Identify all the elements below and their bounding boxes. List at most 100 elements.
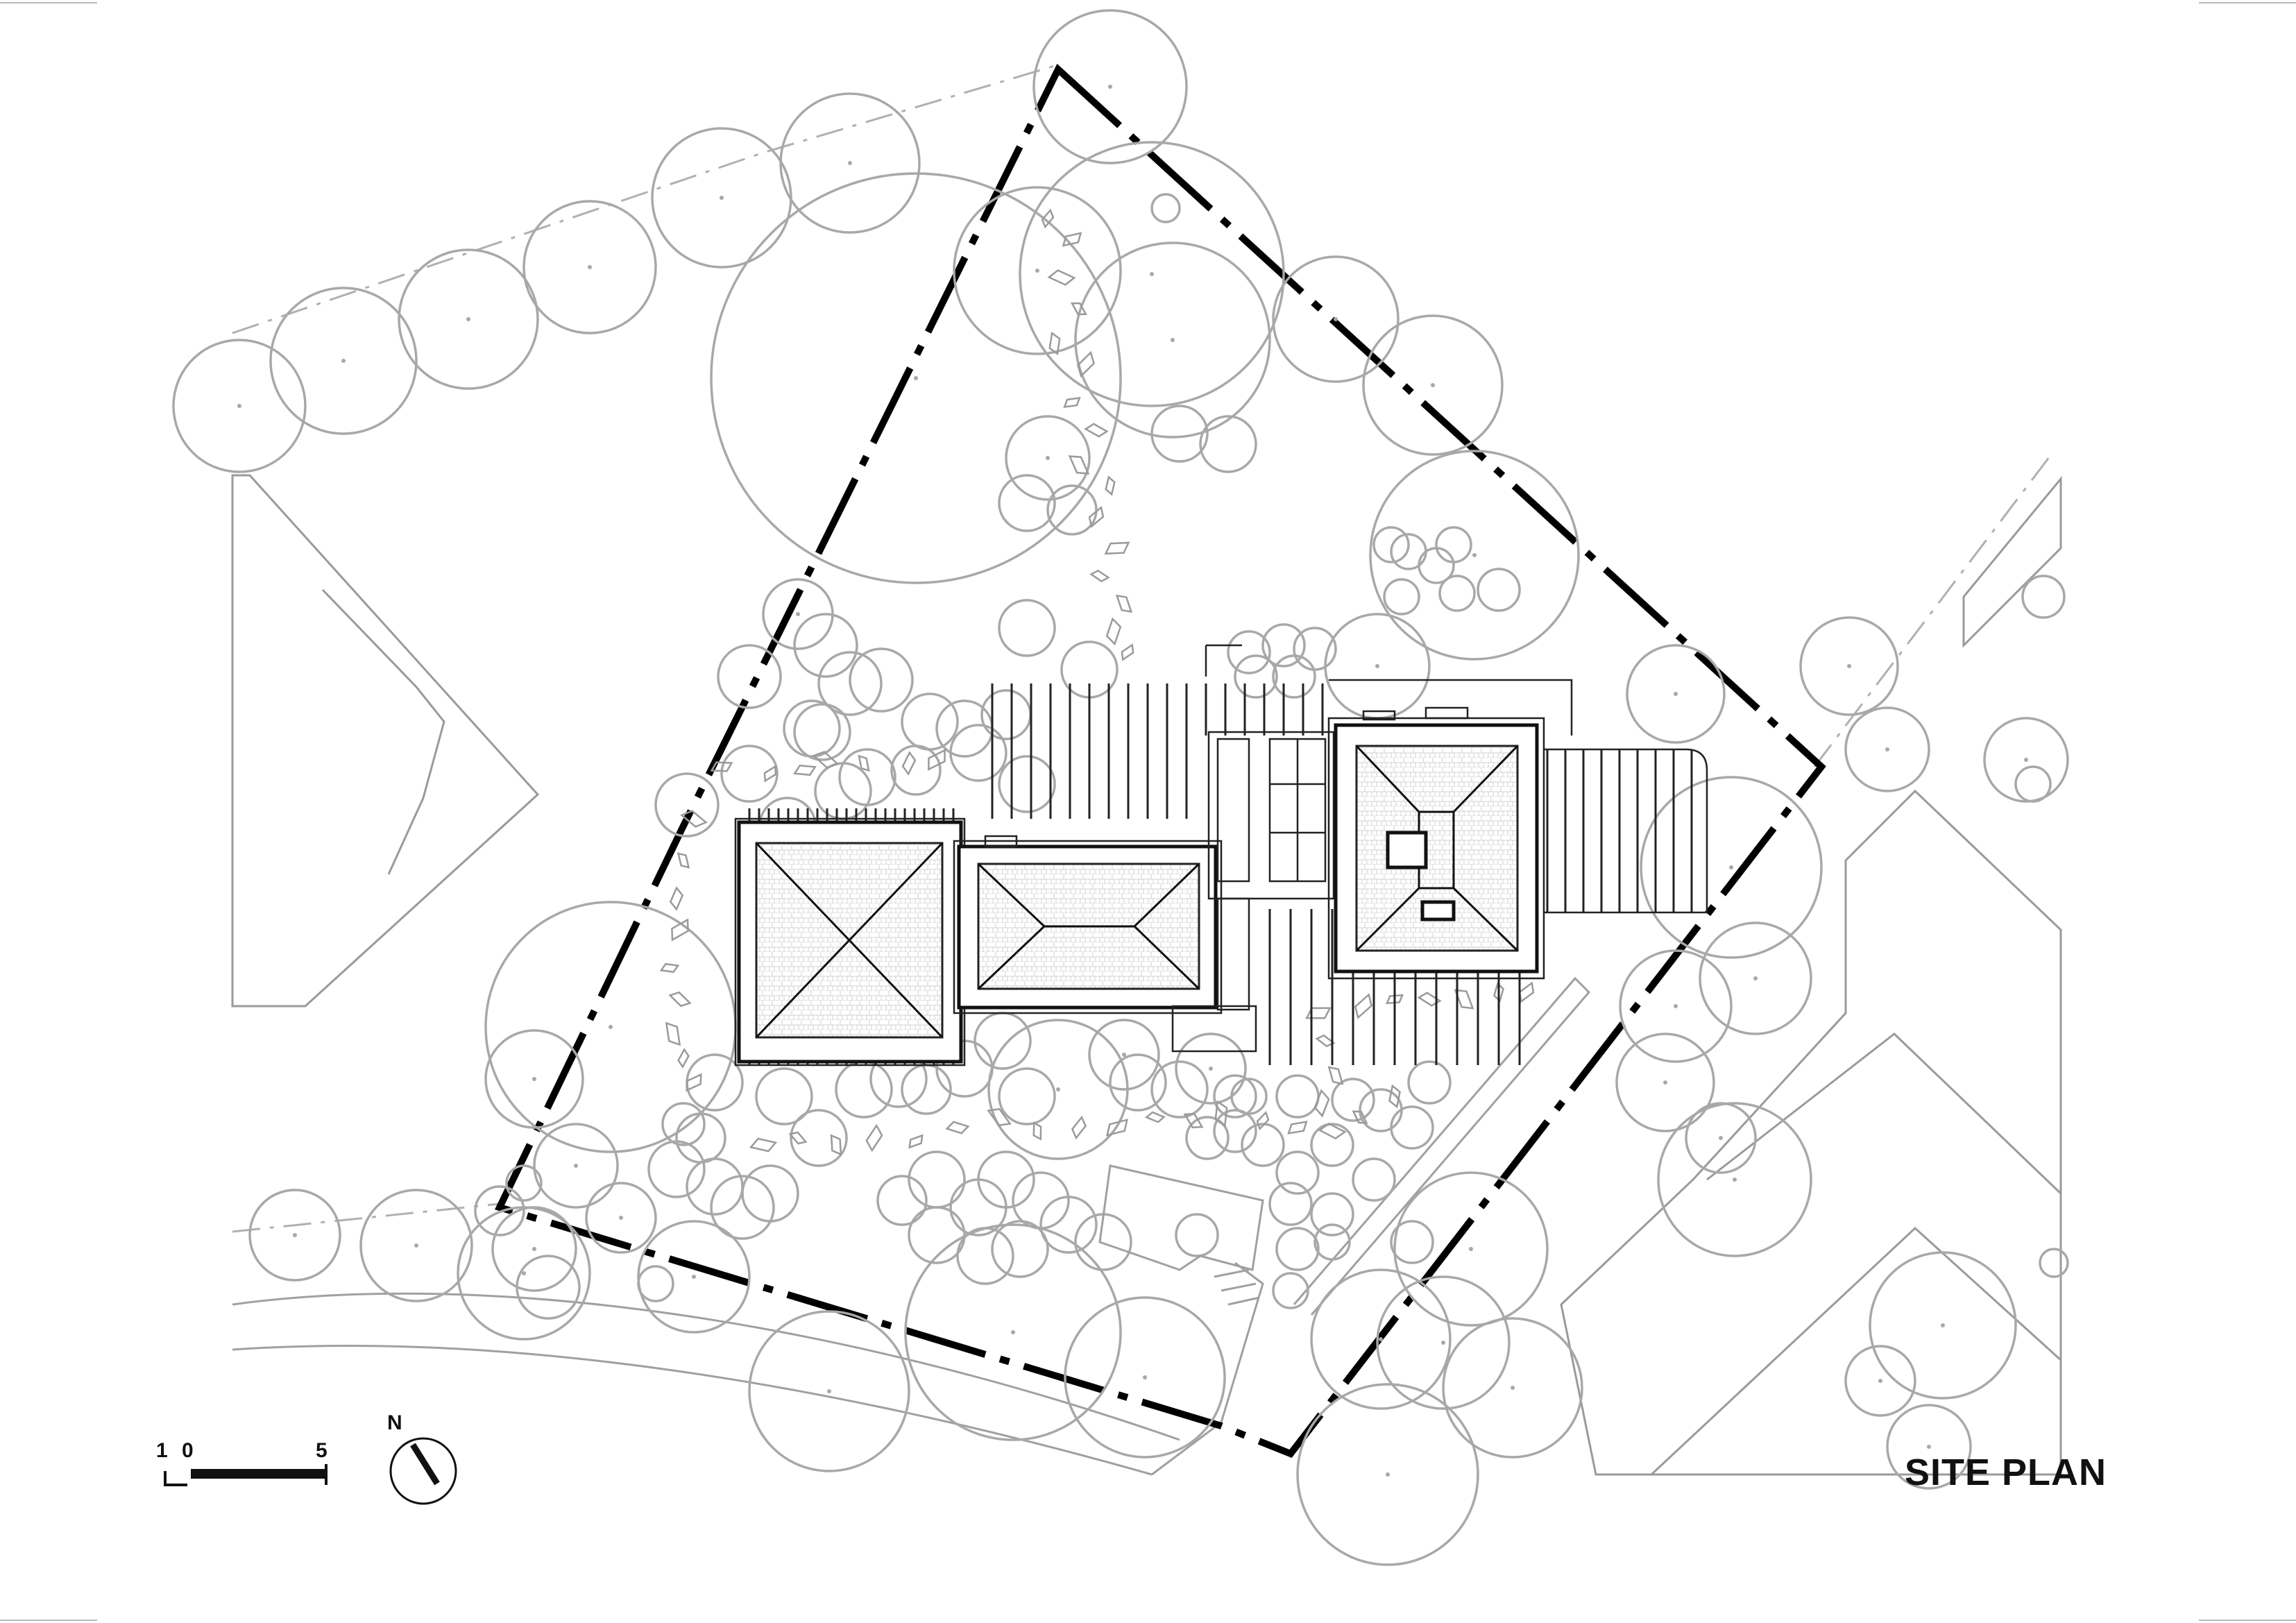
tree-canopy xyxy=(654,772,720,838)
tree-canopy xyxy=(1477,568,1521,612)
stepping-stone xyxy=(830,1134,842,1156)
tree-canopy xyxy=(779,92,921,234)
tree-canopy xyxy=(1275,1074,1320,1119)
tree-trunk xyxy=(1885,747,1889,751)
stepping-stone xyxy=(1047,269,1076,286)
tree-canopy xyxy=(1313,1223,1351,1261)
tree-trunk xyxy=(1056,1087,1060,1091)
stepping-stone xyxy=(677,1048,690,1069)
tree-canopy xyxy=(637,1220,751,1334)
scale-label-0: 0 xyxy=(182,1439,194,1462)
tree-trunk xyxy=(1379,1337,1383,1341)
stepping-stone xyxy=(749,1137,778,1153)
stepping-stone xyxy=(945,1121,970,1135)
tree-trunk xyxy=(1122,1053,1126,1057)
tree-trunk xyxy=(1719,1136,1723,1140)
stepping-stone xyxy=(1121,643,1134,661)
stepping-stone xyxy=(1327,1066,1344,1085)
tree-canopy xyxy=(1390,1105,1434,1150)
tree-canopy xyxy=(1088,1019,1160,1091)
tree-canopy xyxy=(720,745,779,803)
neighbor-buildings xyxy=(231,474,2062,1476)
tree-canopy xyxy=(1213,1109,1257,1153)
stepping-stone xyxy=(1071,302,1087,316)
stepping-stone xyxy=(1313,1089,1330,1118)
tree-canopy xyxy=(835,1060,893,1119)
tree-canopy xyxy=(748,1310,910,1472)
stepping-stone xyxy=(1068,455,1090,475)
tree-trunk xyxy=(720,196,724,200)
tree-canopy xyxy=(901,692,959,751)
stepping-stone xyxy=(677,852,690,869)
tree-canopy xyxy=(1369,450,1580,661)
tree-canopy xyxy=(1268,1182,1313,1226)
stepping-stone xyxy=(1454,989,1474,1010)
road-edges xyxy=(232,976,1591,1476)
tree-trunk xyxy=(914,376,918,380)
tree-trunk xyxy=(532,1077,536,1081)
site-boundary xyxy=(494,63,1826,1459)
stepping-stone xyxy=(763,765,777,783)
tree-canopy xyxy=(1435,526,1472,563)
tree-canopy xyxy=(1175,1033,1247,1105)
tree-canopy xyxy=(710,1175,775,1240)
tree-canopy xyxy=(1272,1272,1309,1309)
tree-canopy xyxy=(1376,1275,1511,1410)
neighbor-lot-lines xyxy=(232,65,2055,1233)
tree-canopy xyxy=(1393,1171,1549,1327)
stepping-stone xyxy=(1048,331,1061,356)
tree-canopy xyxy=(790,1109,848,1167)
tree-canopy xyxy=(998,599,1056,657)
tree-canopy xyxy=(998,1067,1056,1125)
tree-canopy xyxy=(1275,1150,1320,1195)
tree-trunk xyxy=(522,1271,526,1275)
tree-canopy xyxy=(1799,616,1899,716)
stepping-stone xyxy=(665,1021,681,1046)
tree-canopy xyxy=(1640,776,1823,959)
stepping-stone xyxy=(928,749,946,771)
tree-trunk xyxy=(1375,664,1379,668)
tree-trunk xyxy=(293,1233,297,1237)
tree-trunk xyxy=(1847,664,1851,668)
tree-trunk xyxy=(848,161,852,165)
tree-canopy xyxy=(1046,484,1098,536)
tree-canopy xyxy=(904,1223,1122,1441)
tree-trunk xyxy=(1143,1375,1147,1379)
stepping-stone xyxy=(669,886,684,911)
stepping-stone xyxy=(1076,350,1096,378)
stepping-stone xyxy=(1518,981,1535,1003)
tree-trunk xyxy=(1941,1323,1945,1327)
tree-trunk xyxy=(1674,1004,1678,1008)
tree-canopy xyxy=(1615,1033,1715,1132)
tree-canopy xyxy=(849,647,914,713)
scale-label-5: 5 xyxy=(316,1439,328,1462)
tree-canopy xyxy=(2021,575,2066,619)
tree-canopy xyxy=(741,1164,799,1223)
tree-canopy xyxy=(248,1189,341,1282)
stepping-stone xyxy=(1084,423,1109,438)
tree-canopy xyxy=(1869,1251,2017,1400)
tree-canopy xyxy=(1310,1268,1452,1410)
tree-canopy xyxy=(1241,1123,1285,1167)
east-deck-outline xyxy=(1544,748,1708,914)
tree-canopy xyxy=(977,1150,1035,1209)
stepping-stone xyxy=(1305,1007,1332,1019)
stepping-stone xyxy=(1062,232,1082,247)
tree-canopy xyxy=(953,186,1122,355)
drawing-title: SITE PLAN xyxy=(1905,1452,2107,1493)
tree-canopy xyxy=(1039,1196,1098,1254)
tree-canopy xyxy=(505,1164,543,1202)
tree-canopy xyxy=(172,339,307,473)
tree-trunk xyxy=(1150,272,1154,276)
stepping-stone xyxy=(1256,1110,1270,1131)
tree-canopy xyxy=(2014,765,2052,803)
stepping-stone xyxy=(1088,506,1105,528)
tree-canopy xyxy=(1619,949,1733,1063)
stepping-stone xyxy=(1183,1112,1204,1129)
stepping-stones xyxy=(659,208,1535,1156)
tree-canopy xyxy=(686,1053,744,1112)
tree-canopy xyxy=(793,703,851,761)
tree-trunk xyxy=(341,359,346,363)
